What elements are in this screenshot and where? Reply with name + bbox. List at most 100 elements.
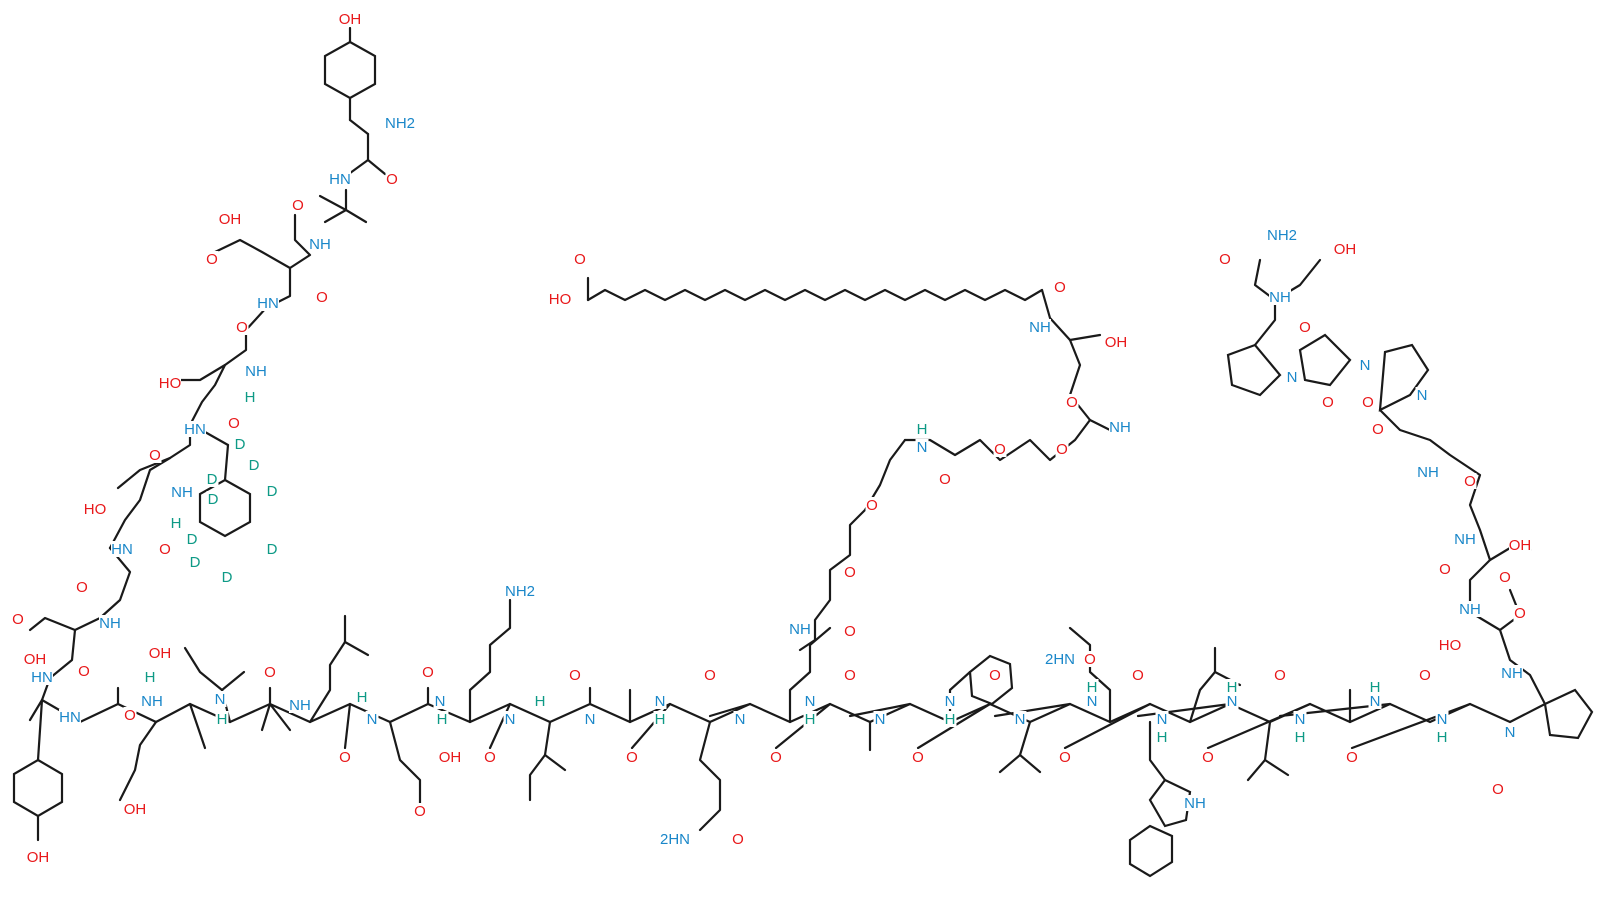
atom-label-bg bbox=[1371, 421, 1385, 437]
atom-label-n: N bbox=[1505, 724, 1516, 741]
atom-label-bg bbox=[413, 803, 427, 819]
bond bbox=[348, 118, 370, 136]
atom-label-bg bbox=[421, 664, 435, 680]
atom-label-nh: NH bbox=[141, 693, 163, 710]
atom-label-d: D bbox=[267, 483, 278, 500]
tyrosine-phenyl-ring bbox=[323, 40, 377, 100]
atom-label-o: O bbox=[1464, 473, 1476, 490]
atom-label-bg bbox=[1418, 667, 1432, 683]
atom-label-n: N bbox=[367, 711, 378, 728]
atom-label-bg bbox=[315, 289, 329, 305]
atom-label-n: N bbox=[1370, 693, 1381, 710]
atom-label-hn: HN bbox=[111, 541, 133, 558]
atom-label-bg bbox=[653, 693, 667, 709]
left-lower-chain bbox=[12, 546, 132, 842]
atom-label-bg bbox=[1083, 651, 1097, 667]
atom-label-n: N bbox=[1287, 369, 1298, 386]
atom-label-bg bbox=[227, 415, 241, 431]
atom-label-o: O bbox=[1346, 749, 1358, 766]
atom-label-o: O bbox=[704, 667, 716, 684]
atom-label-o: O bbox=[1439, 561, 1451, 578]
atom-label-bg bbox=[993, 441, 1007, 457]
atom-label-o: O bbox=[206, 251, 218, 268]
atom-label-bg bbox=[1334, 241, 1356, 257]
atom-label-bg bbox=[549, 291, 571, 307]
atom-label-bg bbox=[659, 831, 691, 847]
atom-label-bg bbox=[1131, 667, 1145, 683]
proline-ring-4 bbox=[1226, 343, 1282, 397]
atom-label-bg bbox=[915, 421, 929, 437]
bond bbox=[366, 158, 387, 176]
atom-label-bg bbox=[329, 171, 351, 187]
atom-label-o: O bbox=[732, 831, 744, 848]
atom-label-bg bbox=[1105, 334, 1127, 350]
glutamine-side-chain bbox=[698, 720, 722, 832]
atom-label-n: N bbox=[1360, 357, 1371, 374]
atom-label-bg bbox=[439, 749, 461, 765]
atom-label-bg bbox=[583, 711, 597, 727]
atom-label-n: N bbox=[1087, 693, 1098, 710]
atom-label-bg bbox=[1491, 781, 1505, 797]
atom-label-n: N bbox=[215, 691, 226, 708]
atom-label-o: O bbox=[484, 749, 496, 766]
atom-label-bg bbox=[1368, 693, 1382, 709]
atom-label-bg bbox=[1273, 667, 1287, 683]
atom-label-o: O bbox=[1274, 667, 1286, 684]
atom-label-o: O bbox=[1299, 319, 1311, 336]
atom-label-bg bbox=[24, 651, 46, 667]
atom-label-o: O bbox=[569, 667, 581, 684]
atom-label-bg bbox=[1435, 729, 1449, 745]
isoleucine-side-chain-2 bbox=[528, 720, 552, 802]
atom-label-hn: HN bbox=[31, 669, 53, 686]
atom-label-bg bbox=[1053, 279, 1067, 295]
atom-label-nh: NH bbox=[1417, 464, 1439, 481]
atom-label-o: O bbox=[149, 447, 161, 464]
aspartate-side-chain bbox=[28, 616, 77, 632]
atom-label-bg bbox=[1044, 651, 1076, 667]
atom-label-bg bbox=[873, 711, 887, 727]
atom-label-ho: HO bbox=[549, 291, 572, 308]
atom-label-n: N bbox=[1295, 711, 1306, 728]
atom-label-oh: OH bbox=[1334, 241, 1357, 258]
atom-label-bg bbox=[803, 711, 817, 727]
atom-label-bg bbox=[625, 749, 639, 765]
atom-label-bg bbox=[338, 749, 352, 765]
atom-label-nh2: NH2 bbox=[1267, 227, 1297, 244]
isoleucine-methyl-2 bbox=[543, 753, 567, 772]
atom-label-o: O bbox=[626, 749, 638, 766]
atom-label-bg bbox=[1029, 319, 1051, 335]
atom-label-bg bbox=[213, 691, 227, 707]
atom-label-bg bbox=[1298, 319, 1312, 335]
atom-label-bg bbox=[1055, 441, 1069, 457]
atom-label-bg bbox=[1218, 251, 1232, 267]
atom-label-bg bbox=[843, 623, 857, 639]
atom-label-bg bbox=[1109, 419, 1131, 435]
atom-label-bg bbox=[385, 171, 399, 187]
upper-left-chain bbox=[108, 213, 312, 550]
atom-label-o: O bbox=[989, 667, 1001, 684]
tyrosine-n-terminal bbox=[318, 26, 387, 224]
atom-label-bg bbox=[573, 251, 587, 267]
atom-label-nh2: NH2 bbox=[505, 583, 535, 600]
atom-label-bg bbox=[988, 667, 1002, 683]
side-chains bbox=[118, 598, 1352, 878]
aib-methyl-1 bbox=[260, 702, 272, 732]
deuterated-phenylalanine bbox=[198, 430, 252, 538]
atom-label-nh: NH bbox=[1109, 419, 1131, 436]
atom-label-o: O bbox=[1322, 394, 1334, 411]
atom-label-hn: HN bbox=[257, 295, 279, 312]
atom-label-bg bbox=[247, 457, 261, 473]
atom-label-h: H bbox=[217, 711, 228, 728]
leucine-side-chain bbox=[308, 640, 370, 724]
atom-label-bg bbox=[11, 611, 25, 627]
phenylalanine-ring bbox=[968, 654, 1014, 706]
atom-label-n: N bbox=[735, 711, 746, 728]
atom-label-h: H bbox=[805, 711, 816, 728]
atom-label-bg bbox=[205, 251, 219, 267]
atom-label-h: H bbox=[437, 711, 448, 728]
atom-label-bg bbox=[769, 749, 783, 765]
atom-label-bg bbox=[1415, 387, 1429, 403]
isoleucine-methyl-3 bbox=[1263, 758, 1290, 777]
atom-label-oh: OH bbox=[439, 749, 462, 766]
